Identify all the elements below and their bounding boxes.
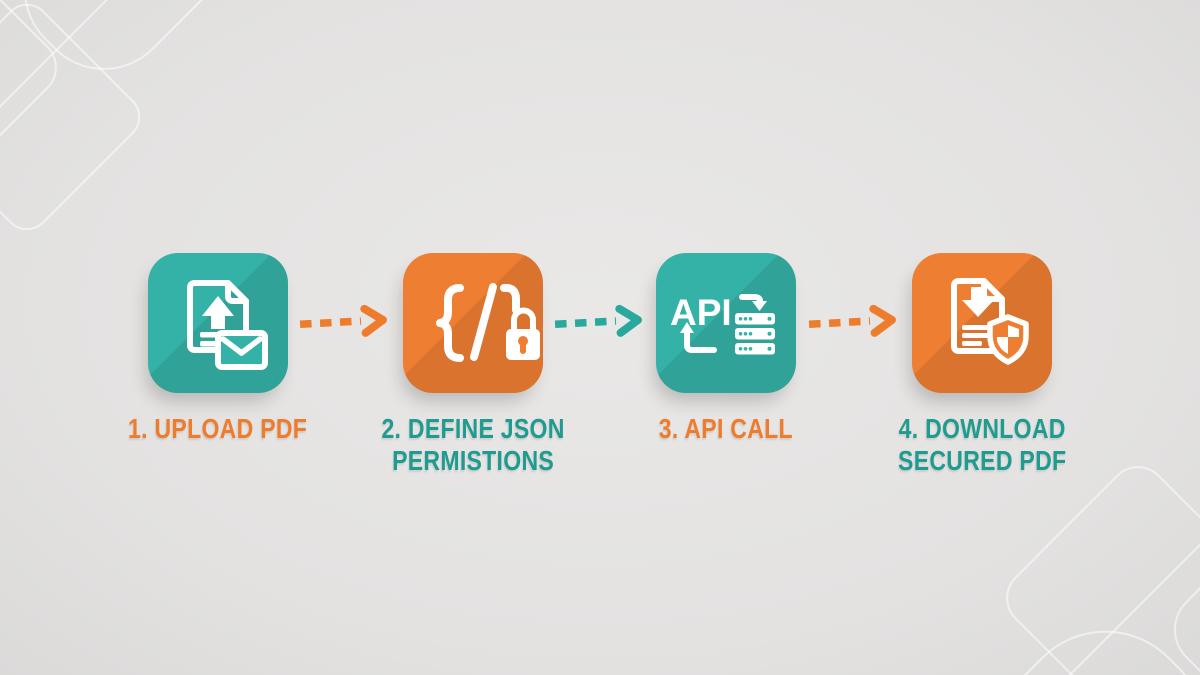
step-label: 4. DOWNLOAD SECURED PDF [882,413,1082,477]
label-line: SECURED PDF [897,444,1067,476]
label-line: 3. API CALL [658,413,794,444]
tile-long-shadow [403,253,543,393]
step-label: 2. DEFINE JSON PERMISTIONS [364,413,582,477]
arrow-head [869,304,896,337]
step-tile-api-call: API [656,253,796,393]
step-download-secured-pdf: 4. DOWNLOAD SECURED PDF [862,253,1102,477]
dashed-arrow-right-icon [805,302,899,343]
document-download-shield-icon [951,278,1029,365]
step-upload-pdf: 1. UPLOAD PDF [98,253,338,445]
arrow-dashes [808,317,871,328]
step-define-json-permissions: 2. DEFINE JSON PERMISTIONS [353,253,593,477]
api-text: API [670,292,732,333]
arrow-head [360,304,387,337]
step-tile-download-secured-pdf [912,253,1052,393]
step-tile-upload-pdf [148,253,288,393]
upload-document-email-icon [187,280,268,370]
step-label: 3. API CALL [646,413,806,445]
step-label: 1. UPLOAD PDF [111,413,324,445]
tile-long-shadow [912,253,1052,393]
code-brackets-lock-icon [436,283,540,362]
dashed-arrow-right-icon [551,302,645,343]
arrow-head [615,304,642,337]
label-line: PERMISTIONS [392,444,554,476]
label-line: 1. UPLOAD PDF [128,413,308,444]
label-line: 2. DEFINE JSON [381,413,565,444]
step-tile-define-json-permissions [403,253,543,393]
arrow-dashes [554,317,617,328]
dashed-arrow-right-icon [296,302,390,343]
api-server-arrows-icon: API [670,292,775,355]
label-line: 4. DOWNLOAD [898,413,1066,444]
arrow-dashes [299,317,362,328]
server-stack-icon [735,313,775,355]
lock-shackle [511,307,536,333]
step-api-call: API 3. API CALL [606,253,846,445]
decorative-outline-shape [993,453,1200,675]
